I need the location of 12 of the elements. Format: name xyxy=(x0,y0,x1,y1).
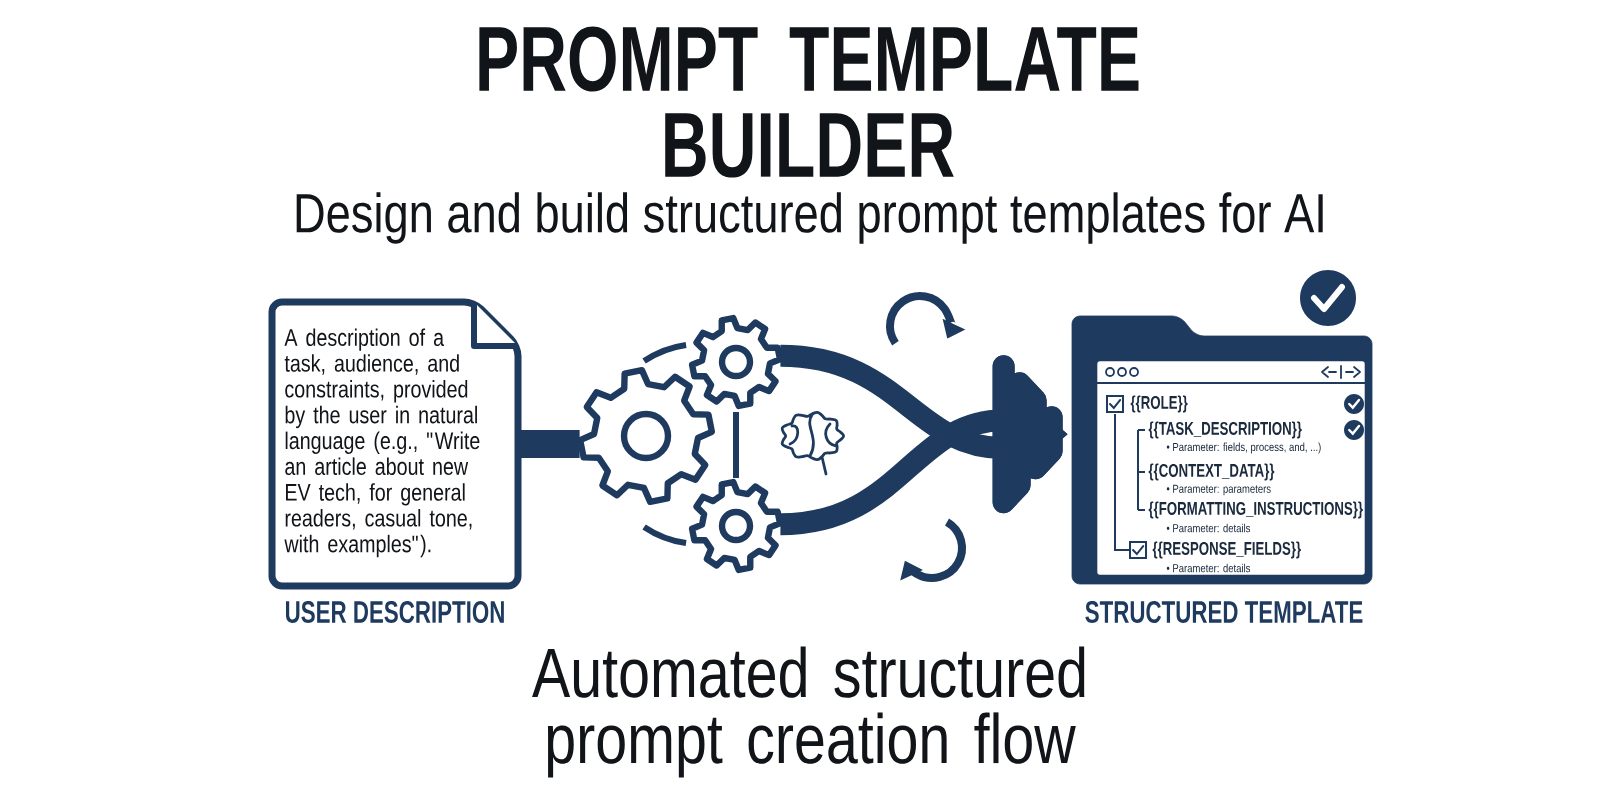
title: PROMPT TEMPLATE BUILDER xyxy=(479,26,1139,178)
placeholder-text: {{FORMATTING_INSTRUCTIONS}} xyxy=(1148,501,1363,519)
placeholder-text: {{CONTEXT_DATA}} xyxy=(1148,463,1275,481)
document-card: A description of a task, audience, and constraints, provided by the user in natural language (e.g., "Write an article about new EV tech, for general readers, casual tone, with examples"). xyxy=(268,298,522,590)
placeholder-text: {{ROLE}} xyxy=(1130,395,1188,413)
placeholder-text: {{TASK_DESCRIPTION}} xyxy=(1148,421,1302,439)
subtitle: Design and build structured prompt templates for AI xyxy=(296,192,1323,244)
caption: Automated structured prompt creation flow xyxy=(532,646,1085,778)
node-heading: STRUCTURED TEMPLATE xyxy=(1085,601,1363,623)
node-heading: USER DESCRIPTION xyxy=(286,601,504,623)
gears-picture xyxy=(576,314,784,574)
placeholder-text: {{RESPONSE_FIELDS}} xyxy=(1152,541,1301,559)
